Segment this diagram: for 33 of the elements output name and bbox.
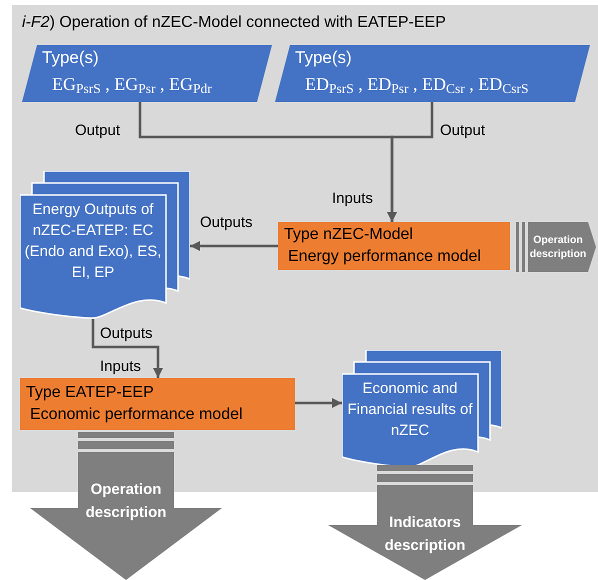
node-text: Energy Outputs of nZEC-EATEP: EC (Endo and Exo), ES, EI, EP — [24, 200, 162, 283]
node-text: Type(s) — [42, 47, 99, 69]
node-text: Type EATEP-EEP — [26, 383, 154, 403]
flow-label: Inputs — [100, 357, 141, 377]
node-text: Economic performance model — [29, 405, 243, 425]
node-text: Indicators description — [384, 513, 466, 556]
document-stack — [342, 350, 502, 468]
connector-arrow — [92, 319, 163, 378]
node-text: Type(s) — [295, 47, 352, 69]
connector-arrow — [190, 241, 278, 251]
parallelogram-box — [22, 45, 272, 102]
node-text: Operation description — [84, 480, 168, 523]
document-stack — [20, 171, 190, 319]
node-text: Energy performance model — [287, 247, 481, 267]
block-arrow — [30, 432, 222, 580]
connector-arrow — [387, 102, 434, 222]
connector-arrow — [295, 398, 342, 408]
edge-label: Output — [440, 121, 486, 141]
flow-label: Inputs — [332, 189, 373, 209]
node-text: EG$_{PsrS}$ , EG$_{Psr}$ , EG$_{Pdr}$ — [51, 73, 212, 98]
process-box — [20, 378, 295, 430]
process-box — [278, 222, 510, 270]
edge-label: Outputs — [200, 213, 253, 233]
title: i-F2) Operation of nZEC-Model connected with EATEP-EEP — [22, 13, 446, 33]
edge-label: Output — [75, 121, 120, 141]
block-arrow — [328, 465, 522, 580]
parallelogram-box — [275, 45, 590, 102]
node-text: ED$_{PsrS}$ , ED$_{Psr}$ , ED$_{Csr}$ , ED$_{CsrS}$ — [304, 73, 529, 98]
node-text: Type nZEC-Model — [284, 225, 413, 245]
edge-label: Outputs — [100, 324, 153, 344]
block-arrow — [516, 222, 596, 272]
node-text: Operation description — [528, 233, 588, 261]
node-text: Economic and Financial results of nZEC — [346, 379, 474, 441]
